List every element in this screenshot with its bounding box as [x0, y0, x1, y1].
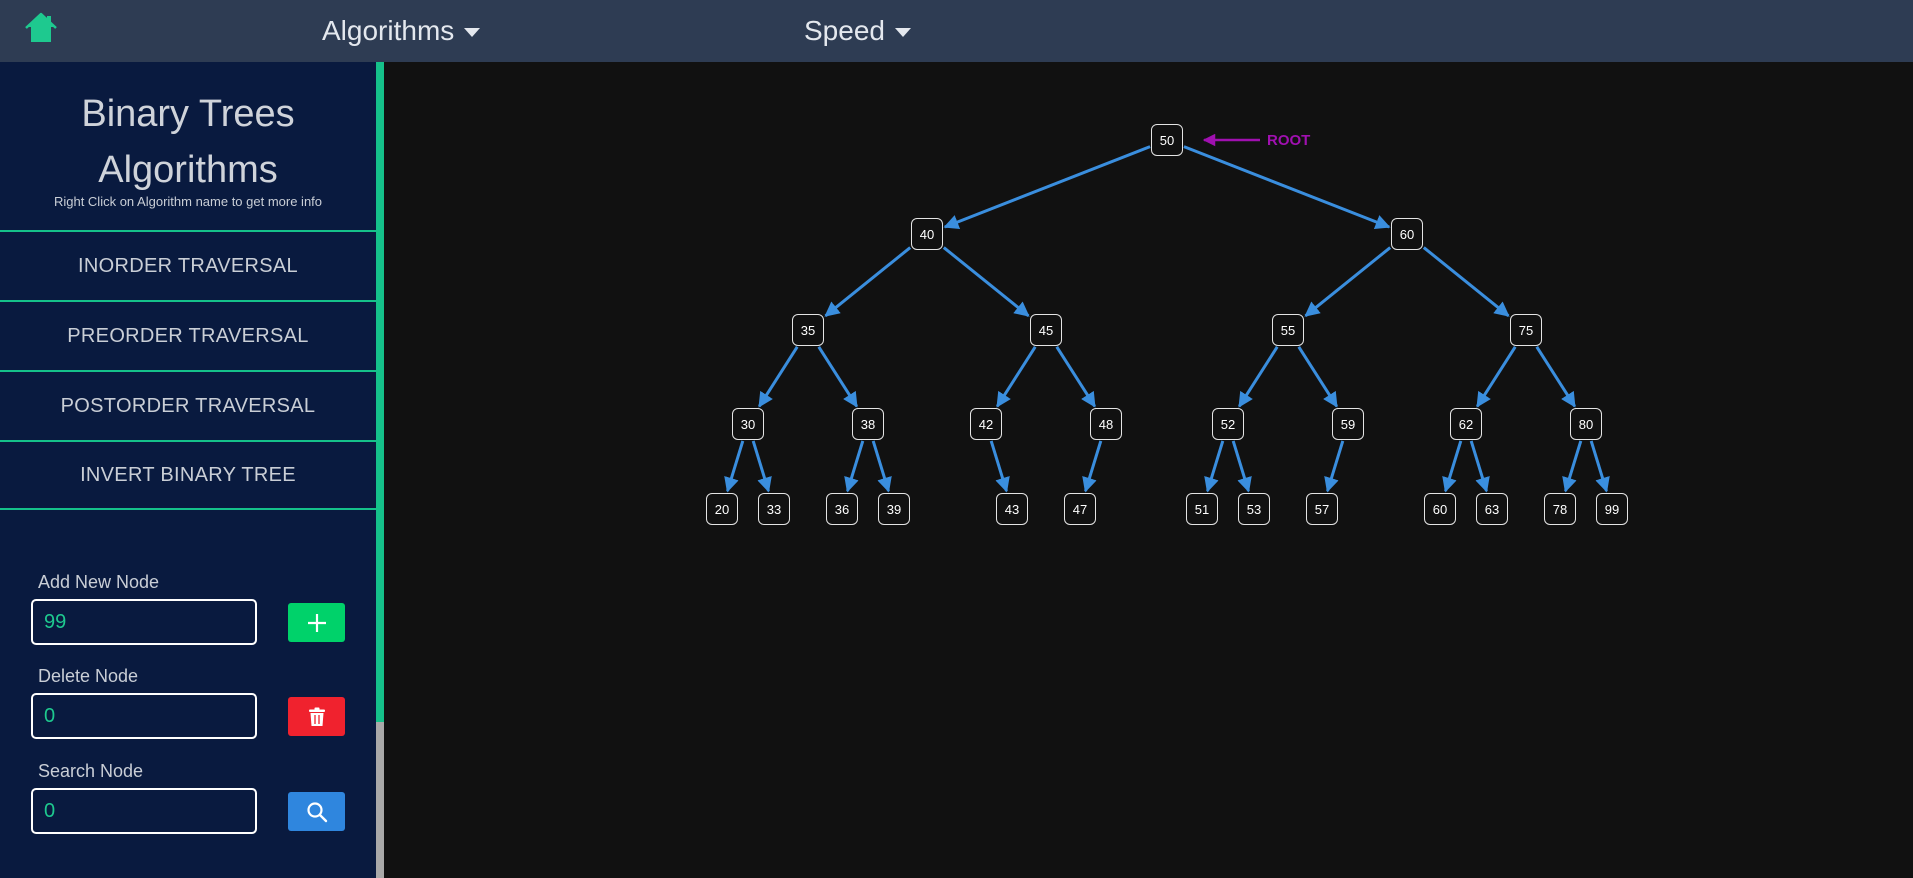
sidebar-title-line1: Binary Trees	[81, 93, 295, 135]
chevron-down-icon	[894, 28, 911, 37]
plus-icon	[307, 613, 326, 632]
delete-node-input[interactable]	[31, 693, 257, 739]
tree-node: 51	[1186, 493, 1218, 525]
tree-node: 45	[1030, 314, 1062, 346]
tree-node: 48	[1090, 408, 1122, 440]
sidebar-scrollbar-thumb[interactable]	[376, 62, 384, 722]
add-node-input[interactable]	[31, 599, 257, 645]
tree-node: 38	[852, 408, 884, 440]
tree-node: 99	[1596, 493, 1628, 525]
sidebar-title-line2: Algorithms	[98, 149, 278, 191]
algo-preorder-traversal[interactable]: PREORDER TRAVERSAL	[0, 300, 376, 370]
tree-node: 43	[996, 493, 1028, 525]
algo-invert-binary-tree[interactable]: INVERT BINARY TREE	[0, 440, 376, 510]
tree-node: 20	[706, 493, 738, 525]
tree-node: 47	[1064, 493, 1096, 525]
tree-node: 60	[1391, 218, 1423, 250]
tree-node: 78	[1544, 493, 1576, 525]
tree-node: 35	[792, 314, 824, 346]
algorithms-dropdown[interactable]: Algorithms	[322, 15, 481, 47]
tree-node: 42	[970, 408, 1002, 440]
top-navbar: Algorithms Speed	[0, 0, 1913, 62]
search-icon	[306, 801, 327, 822]
delete-node-button[interactable]	[288, 697, 345, 736]
tree-node: 30	[732, 408, 764, 440]
tree-node: 55	[1272, 314, 1304, 346]
speed-dropdown[interactable]: Speed	[804, 15, 911, 47]
add-node-button[interactable]	[288, 603, 345, 642]
algo-inorder-traversal[interactable]: INORDER TRAVERSAL	[0, 230, 376, 300]
sidebar-title: Binary Trees Algorithms	[0, 86, 376, 198]
tree-node: 57	[1306, 493, 1338, 525]
tree-node: 63	[1476, 493, 1508, 525]
search-node-button[interactable]	[288, 792, 345, 831]
tree-node: 75	[1510, 314, 1542, 346]
add-node-label: Add New Node	[38, 572, 160, 592]
delete-node-label: Delete Node	[38, 666, 139, 686]
tree-node: 52	[1212, 408, 1244, 440]
tree-node: 62	[1450, 408, 1482, 440]
tree-node: 36	[826, 493, 858, 525]
chevron-down-icon	[464, 28, 481, 37]
trash-icon	[308, 707, 325, 726]
search-node-label: Search Node	[38, 761, 144, 781]
tree-node: 40	[911, 218, 943, 250]
tree-node: 53	[1238, 493, 1270, 525]
algo-postorder-traversal[interactable]: POSTORDER TRAVERSAL	[0, 370, 376, 440]
tree-node: 39	[878, 493, 910, 525]
sidebar: Binary Trees Algorithms Right Click on A…	[0, 62, 376, 878]
speed-dropdown-label: Speed	[804, 15, 885, 46]
algorithms-dropdown-label: Algorithms	[322, 15, 455, 46]
tree-node: 59	[1332, 408, 1364, 440]
sidebar-subtitle: Right Click on Algorithm name to get mor…	[53, 194, 323, 209]
tree-node: 60	[1424, 493, 1456, 525]
tree-node: 80	[1570, 408, 1602, 440]
tree-node: 33	[758, 493, 790, 525]
search-node-input[interactable]	[31, 788, 257, 834]
tree-node: 50	[1151, 124, 1183, 156]
tree-canvas	[384, 62, 1913, 878]
home-icon[interactable]	[24, 11, 58, 45]
root-label: ROOT	[1267, 132, 1311, 149]
